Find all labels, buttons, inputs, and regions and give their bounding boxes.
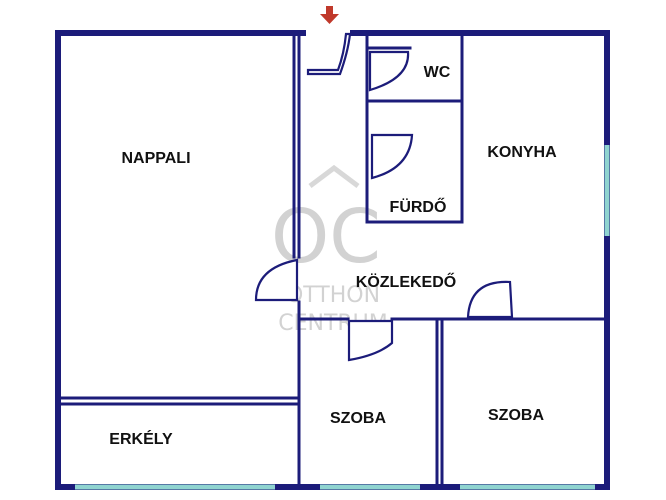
room-label-furdo: FÜRDŐ <box>390 197 447 216</box>
room-label-kozlekedo: KÖZLEKEDŐ <box>356 272 456 291</box>
room-label-konyha: KONYHA <box>487 144 557 161</box>
watermark-line1: OTTHON <box>286 283 380 308</box>
room-label-erkely: ERKÉLY <box>109 429 173 448</box>
room-label-szoba-1: SZOBA <box>330 410 386 427</box>
room1-door <box>347 319 394 362</box>
wc-door <box>368 50 410 92</box>
entrance-arrow-icon <box>320 6 339 24</box>
watermark-roof-icon <box>308 164 360 188</box>
watermark: OC OTTHON CENTRUM <box>271 164 388 336</box>
bathroom-door <box>370 133 414 180</box>
room-label-szoba-2: SZOBA <box>488 407 544 424</box>
windows <box>75 145 610 490</box>
interior-walls <box>58 34 606 486</box>
room-label-nappali: NAPPALI <box>121 150 190 167</box>
room-label-wc: WC <box>424 64 451 81</box>
room2-door <box>466 280 514 319</box>
entrance-door <box>306 32 352 76</box>
doors <box>254 32 514 362</box>
living-room-door <box>254 258 299 302</box>
